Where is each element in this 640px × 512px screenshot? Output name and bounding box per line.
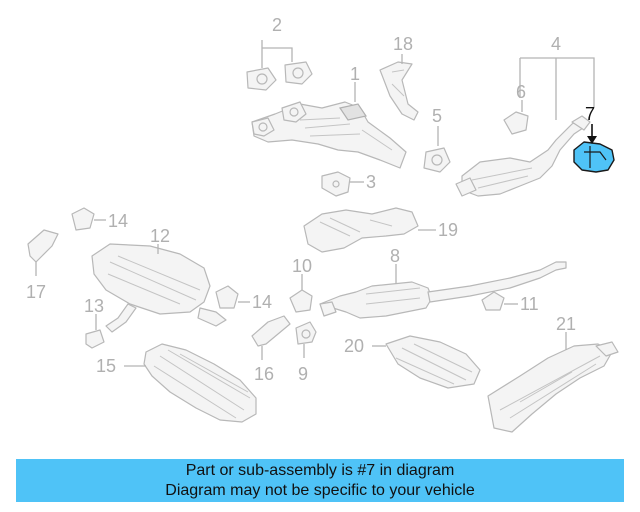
part-14-hanger-right [215,285,250,309]
part-16-pipe-bend [251,315,291,360]
part-12-muffler [91,243,227,333]
callout-20: 20 [344,336,364,356]
part-4-front-pipe [455,57,595,197]
part-7-exhaust-hanger [573,124,615,173]
callout-10: 10 [292,256,312,276]
callout-2: 2 [272,15,282,35]
callout-11: 11 [520,294,539,314]
callout-9: 9 [298,364,308,384]
callout-3: 3 [366,172,376,192]
part-1-exhaust-manifold [251,82,407,169]
callout-5: 5 [432,106,442,126]
callout-21: 21 [556,314,576,334]
part-13-clamp [85,314,105,349]
callout-14b: 14 [252,292,272,312]
part-10-hanger [289,274,313,313]
banner-line-1: Part or sub-assembly is #7 in diagram [185,462,455,479]
callout-1: 1 [350,64,360,84]
callout-13: 13 [84,296,104,316]
callout-4: 4 [551,34,561,54]
part-2-gaskets [246,40,313,91]
part-14-hanger-top [71,207,106,231]
part-5-gasket [423,126,451,173]
part-19-heat-shield [303,207,436,253]
part-15-heat-shield [124,343,257,423]
callout-18: 18 [393,34,413,54]
callout-17: 17 [26,282,46,302]
exhaust-parts-diagram: 2 1 18 5 3 4 [26,15,619,433]
callout-8: 8 [390,246,400,266]
part-20-heat-shield [372,335,481,389]
part-8-center-pipe [319,261,567,319]
callout-6: 6 [516,82,526,102]
banner-line-2: Diagram may not be specific to your vehi… [165,482,475,499]
part-21-heat-shield [487,332,619,433]
callout-19: 19 [438,220,458,240]
callout-12: 12 [150,226,170,246]
part-17-tail-pipe [27,229,59,276]
part-6-bracket [503,100,529,135]
part-3-bracket [321,171,364,197]
callout-15: 15 [96,356,116,376]
part-18-heat-shield [379,54,419,121]
callout-16: 16 [254,364,274,384]
callout-14a: 14 [108,211,128,231]
callout-7: 7 [585,104,595,124]
part-9-clamp [295,321,317,358]
part-11-hanger [481,291,518,311]
info-banner: Part or sub-assembly is #7 in diagram Di… [16,459,624,502]
